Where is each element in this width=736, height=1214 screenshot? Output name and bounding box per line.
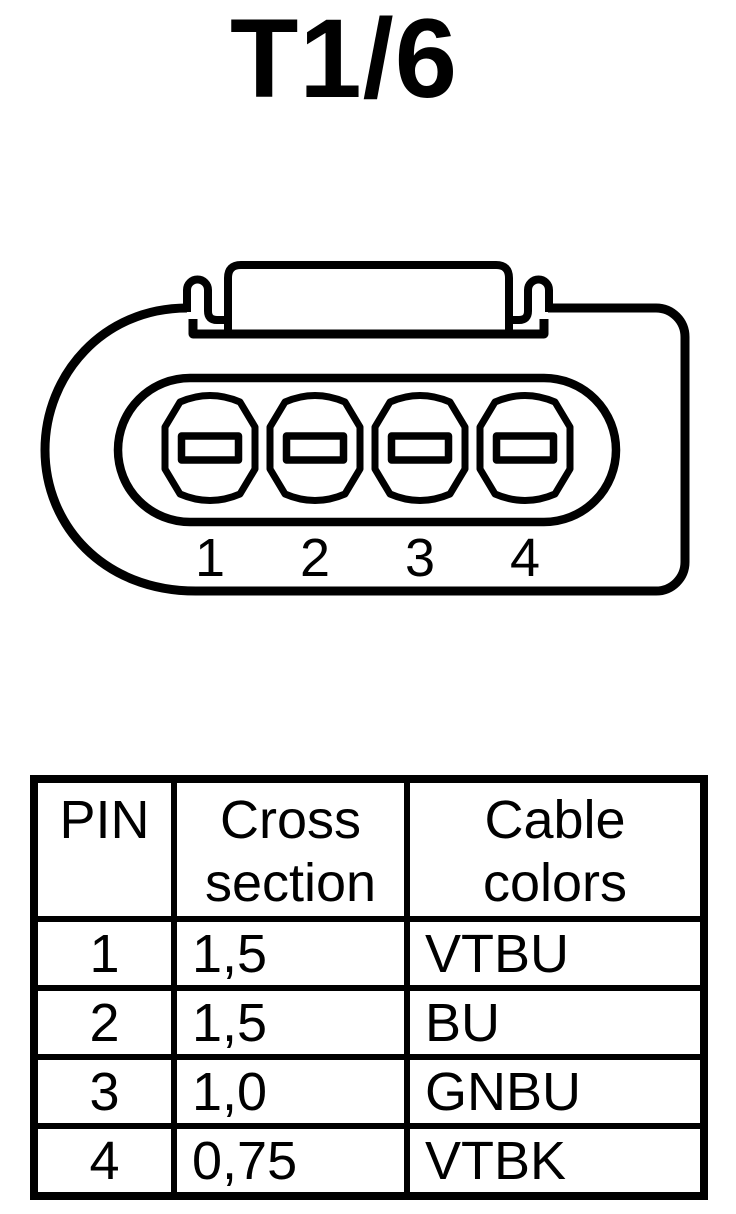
connector-body-outline xyxy=(40,303,690,596)
pin-4-slot xyxy=(492,432,558,464)
pin-3-outline xyxy=(371,392,469,504)
table-row: 1 1,5 VTBU xyxy=(31,916,707,991)
row2-pin: 2 xyxy=(31,985,177,1060)
pin-1-slot xyxy=(177,432,243,464)
latch-bracket xyxy=(188,319,549,339)
row3-pin: 3 xyxy=(31,1054,177,1129)
pin-4-outline xyxy=(476,392,574,504)
header-cable-colors: Cable colors xyxy=(404,776,707,922)
table-row: 4 0,75 VTBK xyxy=(31,1123,707,1199)
pin-contact-1 xyxy=(161,392,259,504)
pin-contact-2 xyxy=(266,392,364,504)
pin-table: PIN Cross section Cable colors 1 1,5 VTB… xyxy=(30,775,708,1200)
table-row: 3 1,0 GNBU xyxy=(31,1054,707,1129)
connector-diagram: 1 2 3 4 xyxy=(40,261,690,596)
pin-contact-4 xyxy=(476,392,574,504)
header-pin: PIN xyxy=(31,776,177,922)
header-cross-section: Cross section xyxy=(171,776,410,922)
pin-cavity xyxy=(113,373,621,527)
pin-number-3: 3 xyxy=(405,528,435,588)
pin-1-outline xyxy=(161,392,259,504)
pin-2-slot xyxy=(282,432,348,464)
row3-cable-colors: GNBU xyxy=(404,1054,707,1129)
row2-cross-section: 1,5 xyxy=(171,985,410,1060)
pin-contact-3 xyxy=(371,392,469,504)
table-row: 2 1,5 BU xyxy=(31,985,707,1060)
pin-2-outline xyxy=(266,392,364,504)
pin-3-slot xyxy=(387,432,453,464)
latch-hook-right-icon xyxy=(506,275,553,324)
row4-cross-section: 0,75 xyxy=(171,1123,410,1199)
row2-cable-colors: BU xyxy=(404,985,707,1060)
row3-cross-section: 1,0 xyxy=(171,1054,410,1129)
pin-number-1: 1 xyxy=(195,528,225,588)
table-header-row: PIN Cross section Cable colors xyxy=(31,776,707,922)
pin-number-4: 4 xyxy=(510,528,540,588)
row4-pin: 4 xyxy=(31,1123,177,1199)
row1-pin: 1 xyxy=(31,916,177,991)
latch-hook-left-icon xyxy=(183,275,230,324)
latch-tab xyxy=(224,261,513,334)
row4-cable-colors: VTBK xyxy=(404,1123,707,1199)
connector-title: T1/6 xyxy=(229,0,459,121)
pin-number-2: 2 xyxy=(300,528,330,588)
row1-cable-colors: VTBU xyxy=(404,916,707,991)
row1-cross-section: 1,5 xyxy=(171,916,410,991)
